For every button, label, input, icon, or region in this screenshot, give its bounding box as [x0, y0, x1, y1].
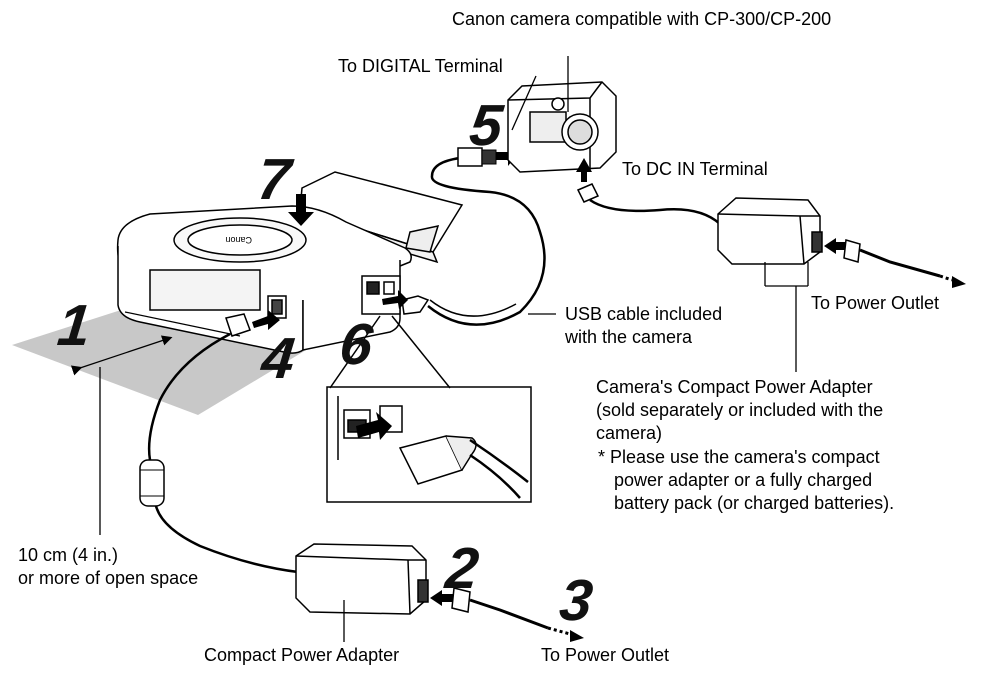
step-number-3: 3 — [556, 568, 596, 633]
step-number-7: 7 — [254, 147, 294, 212]
power-outlet-label-top: To Power Outlet — [811, 293, 940, 313]
battery-note-line2: power adapter or a fully charged — [614, 470, 873, 490]
printer-logo: Canon — [225, 235, 252, 245]
camera-power-cord — [843, 239, 953, 282]
step7-arrow — [288, 194, 314, 226]
step-number-1: 1 — [54, 293, 94, 358]
usb-printer-arrow — [382, 290, 408, 309]
camera-compatible-label: Canon camera compatible with CP-300/CP-2… — [452, 9, 832, 29]
battery-note-line3: battery pack (or charged batteries). — [614, 493, 895, 513]
open-space-label: 10 cm (4 in.) or more of open space — [18, 544, 198, 590]
open-space-label-line1: 10 cm (4 in.) — [18, 545, 119, 565]
printer-power-cable — [139, 313, 299, 574]
camera — [507, 56, 617, 173]
camera-power-adapter — [717, 197, 823, 372]
printer-power-adapter — [295, 543, 429, 642]
printer-power-cord — [451, 587, 571, 636]
usb-cable — [401, 147, 546, 326]
camera-adapter-label-line1: Camera's Compact Power Adapter — [596, 377, 873, 397]
open-space-label-line2: or more of open space — [18, 568, 199, 588]
step-number-5: 5 — [466, 93, 506, 158]
usb-cable-label: USB cable included with the camera — [565, 303, 722, 349]
usb-inset-arrow — [356, 412, 392, 440]
camera-adapter-arrow — [824, 238, 846, 254]
camera-adapter-label-line3: camera) — [596, 423, 663, 443]
camera-dc-cable — [576, 183, 721, 225]
camera-dc-arrow — [576, 158, 592, 182]
power-outlet-label-bottom: To Power Outlet — [541, 645, 670, 665]
step-number-4: 4 — [258, 326, 298, 391]
space-dimension-arrow — [70, 335, 173, 376]
camera-cord-outlet-arrow — [952, 276, 966, 288]
printer-power-arrow — [252, 310, 280, 330]
digital-terminal-label: To DIGITAL Terminal — [338, 56, 503, 76]
printer-cord-outlet-arrow — [570, 630, 584, 642]
usb-inset — [326, 315, 532, 503]
dc-in-terminal-label: To DC IN Terminal — [622, 159, 768, 179]
usb-cable-label-line1: USB cable included — [565, 304, 723, 324]
printer-adapter-arrow — [430, 590, 454, 606]
battery-note-line1: * Please use the camera's compact — [598, 447, 880, 467]
compact-power-adapter-label: Compact Power Adapter — [204, 645, 400, 665]
camera-adapter-label-line2: (sold separately or included with the — [596, 400, 884, 420]
camera-adapter-label: Camera's Compact Power Adapter (sold sep… — [596, 376, 883, 445]
step-number-6: 6 — [336, 312, 376, 377]
step-number-2: 2 — [442, 536, 482, 601]
usb-cable-label-line2: with the camera — [565, 327, 693, 347]
battery-note: * Please use the camera's compact power … — [598, 446, 894, 515]
